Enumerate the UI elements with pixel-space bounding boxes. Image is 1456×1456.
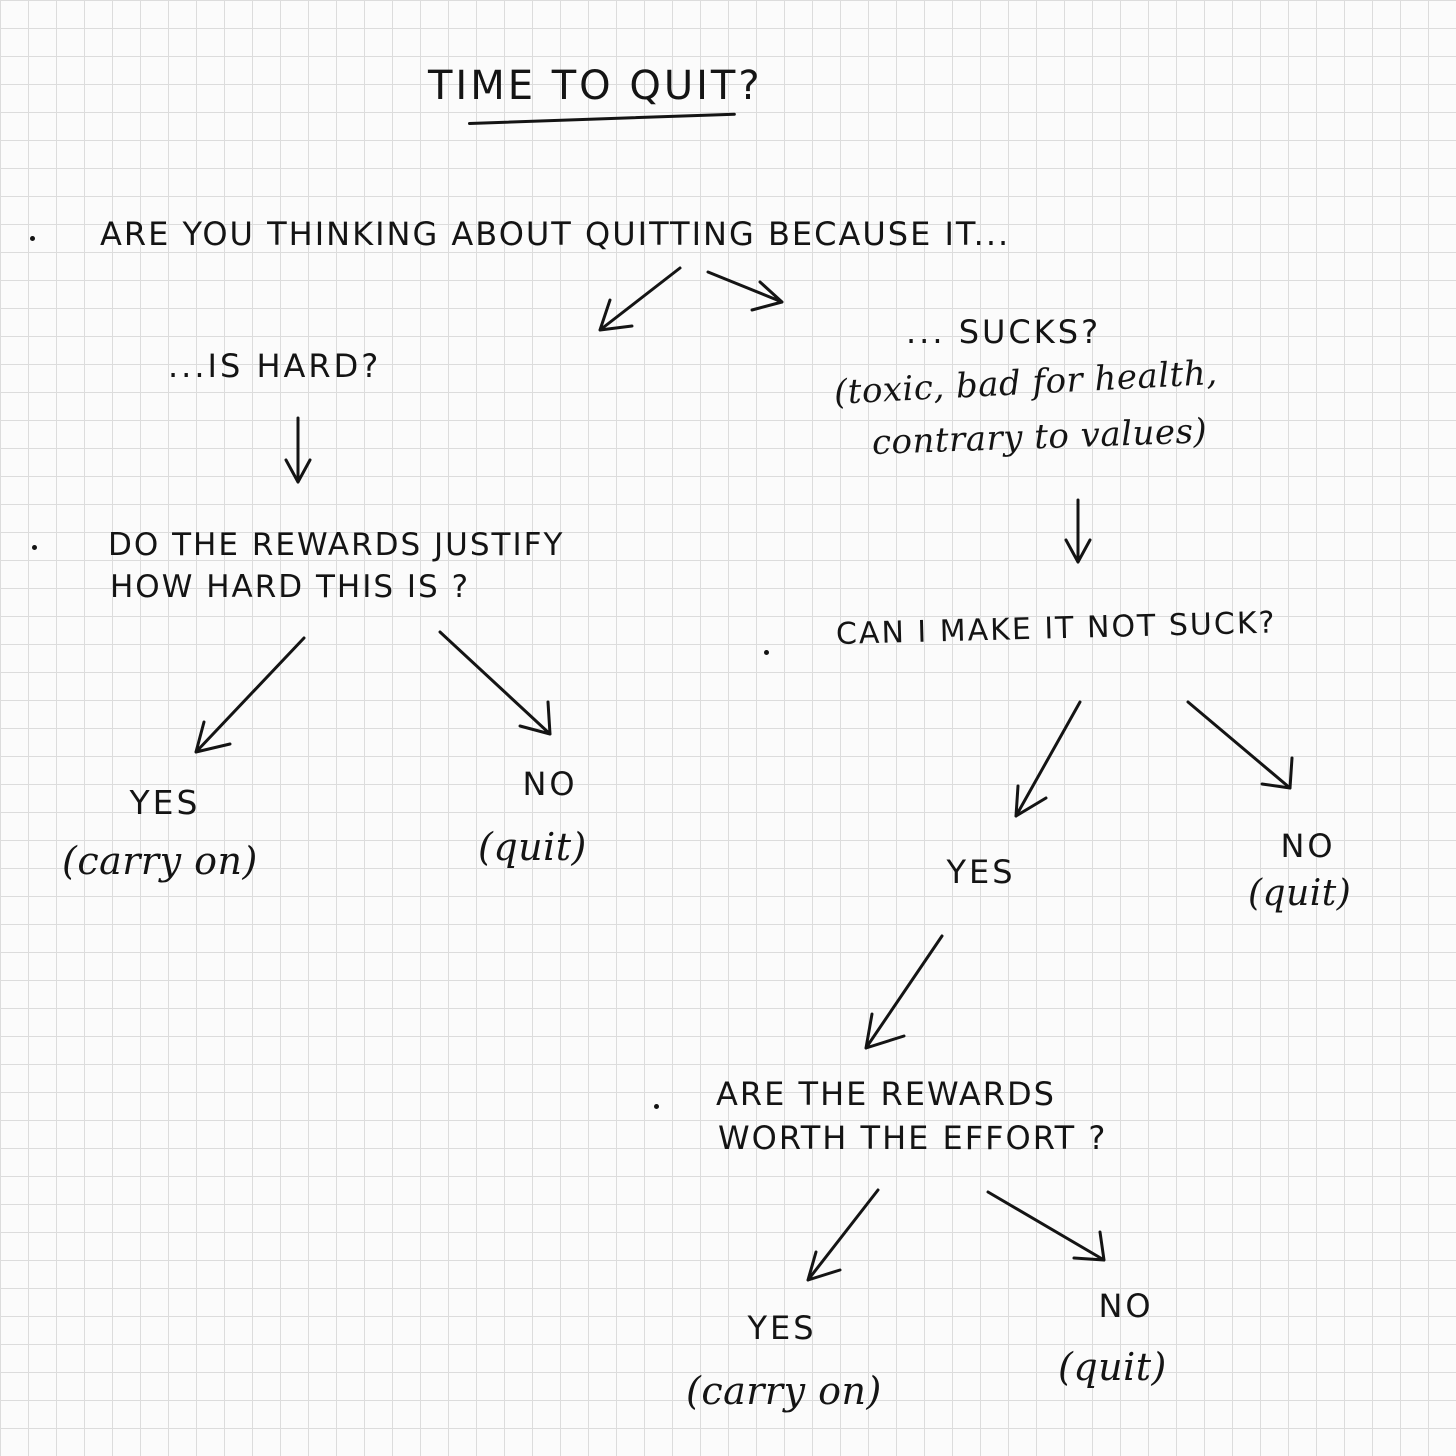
arrow-root-to-right [706,270,784,312]
left-condition: ...IS HARD? [168,347,382,385]
followup-line2: WORTH THE EFFORT ? [718,1119,1108,1157]
arrow-left-to-no [438,630,552,736]
followup-yes-label: YES [747,1309,817,1347]
left-yes-label: YES [129,783,201,822]
title: TIME TO QUIT? [428,63,763,109]
bullet-left-question [32,545,37,550]
followup-yes-note: (carry on) [686,1369,882,1413]
arrow-left-to-yes [194,636,306,754]
arrow-yes-to-followup [864,934,944,1050]
bullet-followup-question [654,1104,659,1109]
right-no-label: NO [1280,827,1336,865]
right-condition: ... SUCKS? [906,313,1102,351]
arrow-followup-to-no [986,1190,1106,1262]
left-question-line2: HOW HARD THIS IS ? [110,569,471,605]
left-no-label: NO [522,765,578,803]
right-yes-label: YES [946,853,1016,891]
root-question: ARE YOU THINKING ABOUT QUITTING BECAUSE … [100,215,1011,253]
left-no-note: (quit) [478,825,587,869]
right-no-note: (quit) [1248,873,1352,914]
right-detail-line1: (toxic, bad for health, [832,352,1219,413]
arrow-left-condition-down [284,416,312,484]
followup-no-label: NO [1098,1287,1154,1325]
arrow-followup-to-yes [806,1188,880,1282]
bullet-right-question [764,650,769,655]
arrow-right-to-no [1186,700,1294,790]
right-detail-line2: contrary to values) [871,411,1208,463]
right-question: CAN I MAKE IT NOT SUCK? [835,605,1277,652]
title-underline [467,112,736,125]
followup-no-note: (quit) [1058,1345,1167,1389]
left-question-line1: DO THE REWARDS JUSTIFY [108,527,565,563]
arrow-right-condition-down [1064,498,1092,564]
bullet-root [30,236,35,241]
arrow-root-to-left [598,266,682,332]
arrow-right-to-yes [1014,700,1082,818]
left-yes-note: (carry on) [62,839,258,883]
followup-line1: ARE THE REWARDS [716,1075,1056,1113]
